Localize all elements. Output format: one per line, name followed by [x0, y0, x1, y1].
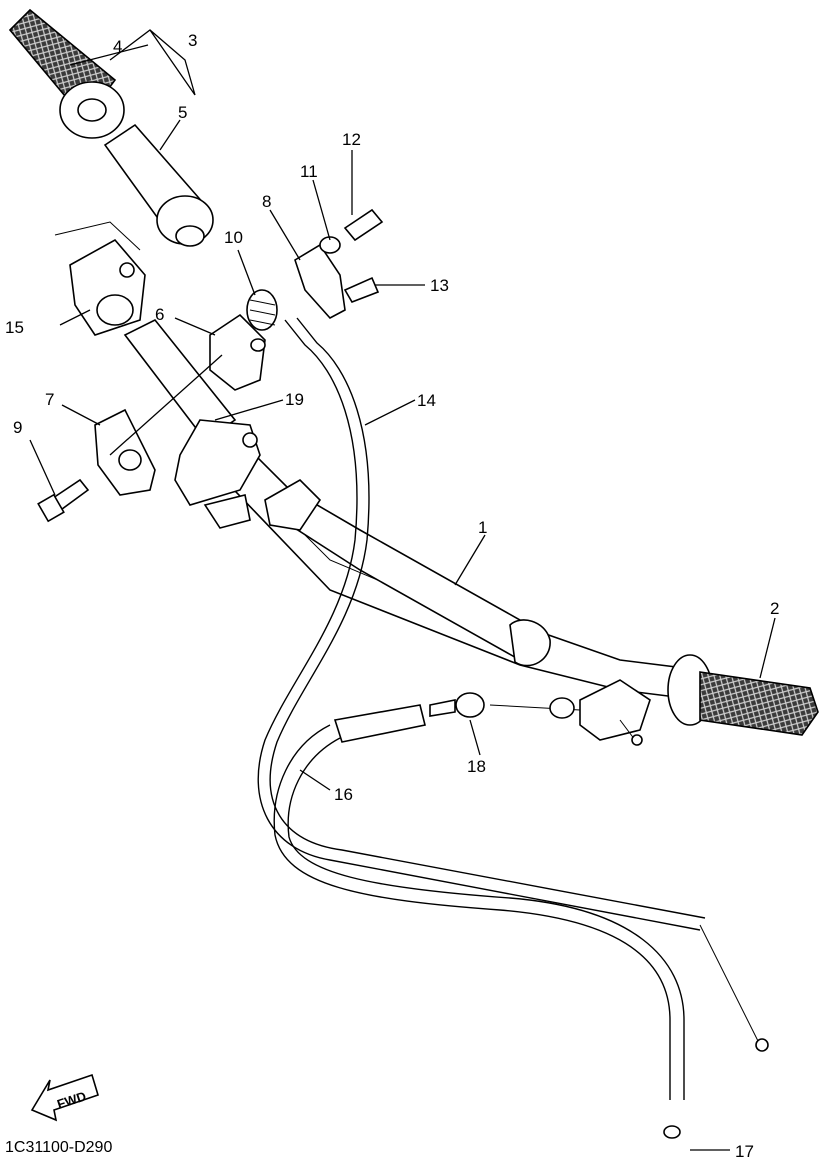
leader-lines [29, 29, 776, 1151]
throttle-housing [54, 221, 146, 336]
callout-11: 11 [300, 162, 318, 181]
clutch-cable [273, 704, 685, 1139]
bar-clamp [264, 479, 322, 531]
right-grip [667, 654, 819, 736]
callout-2: 2 [770, 599, 779, 618]
diagram-code: 1C31100-D290 [5, 1139, 112, 1156]
callout-15: 15 [5, 318, 24, 337]
throttle-tube [103, 123, 214, 247]
cable-plate [294, 243, 346, 320]
callout-3: 3 [188, 31, 197, 50]
callout-9: 9 [13, 418, 22, 437]
callout-18: 18 [467, 757, 486, 776]
callout-17: 17 [735, 1142, 754, 1159]
handlebar [214, 428, 701, 701]
callout-19: 19 [285, 390, 304, 409]
spring-10 [246, 289, 278, 331]
callout-1: 1 [478, 518, 487, 537]
fwd-arrow-icon: FWD [30, 1073, 99, 1122]
clamp-block [174, 419, 261, 529]
callout-12: 12 [342, 130, 361, 149]
bar-tube [123, 318, 237, 442]
throttle-cable [257, 317, 769, 1052]
screw-13 [343, 276, 380, 303]
callout-7: 7 [45, 390, 54, 409]
callout-8: 8 [262, 192, 271, 211]
holder-lower [94, 408, 156, 496]
callout-10: 10 [224, 228, 243, 247]
callouts: 1 2 3 4 5 6 7 8 9 10 11 12 13 14 15 16 1… [5, 31, 779, 1159]
left-grip [8, 8, 125, 139]
callout-6: 6 [155, 305, 164, 324]
holder-upper [209, 313, 266, 391]
callout-5: 5 [178, 103, 187, 122]
callout-13: 13 [430, 276, 449, 295]
cable-adjuster [429, 679, 651, 746]
bolt-9 [37, 478, 90, 523]
callout-14: 14 [417, 391, 436, 410]
screw-12 [343, 208, 384, 242]
collar-11 [319, 236, 341, 254]
callout-16: 16 [334, 785, 353, 804]
callout-4: 4 [113, 37, 122, 56]
